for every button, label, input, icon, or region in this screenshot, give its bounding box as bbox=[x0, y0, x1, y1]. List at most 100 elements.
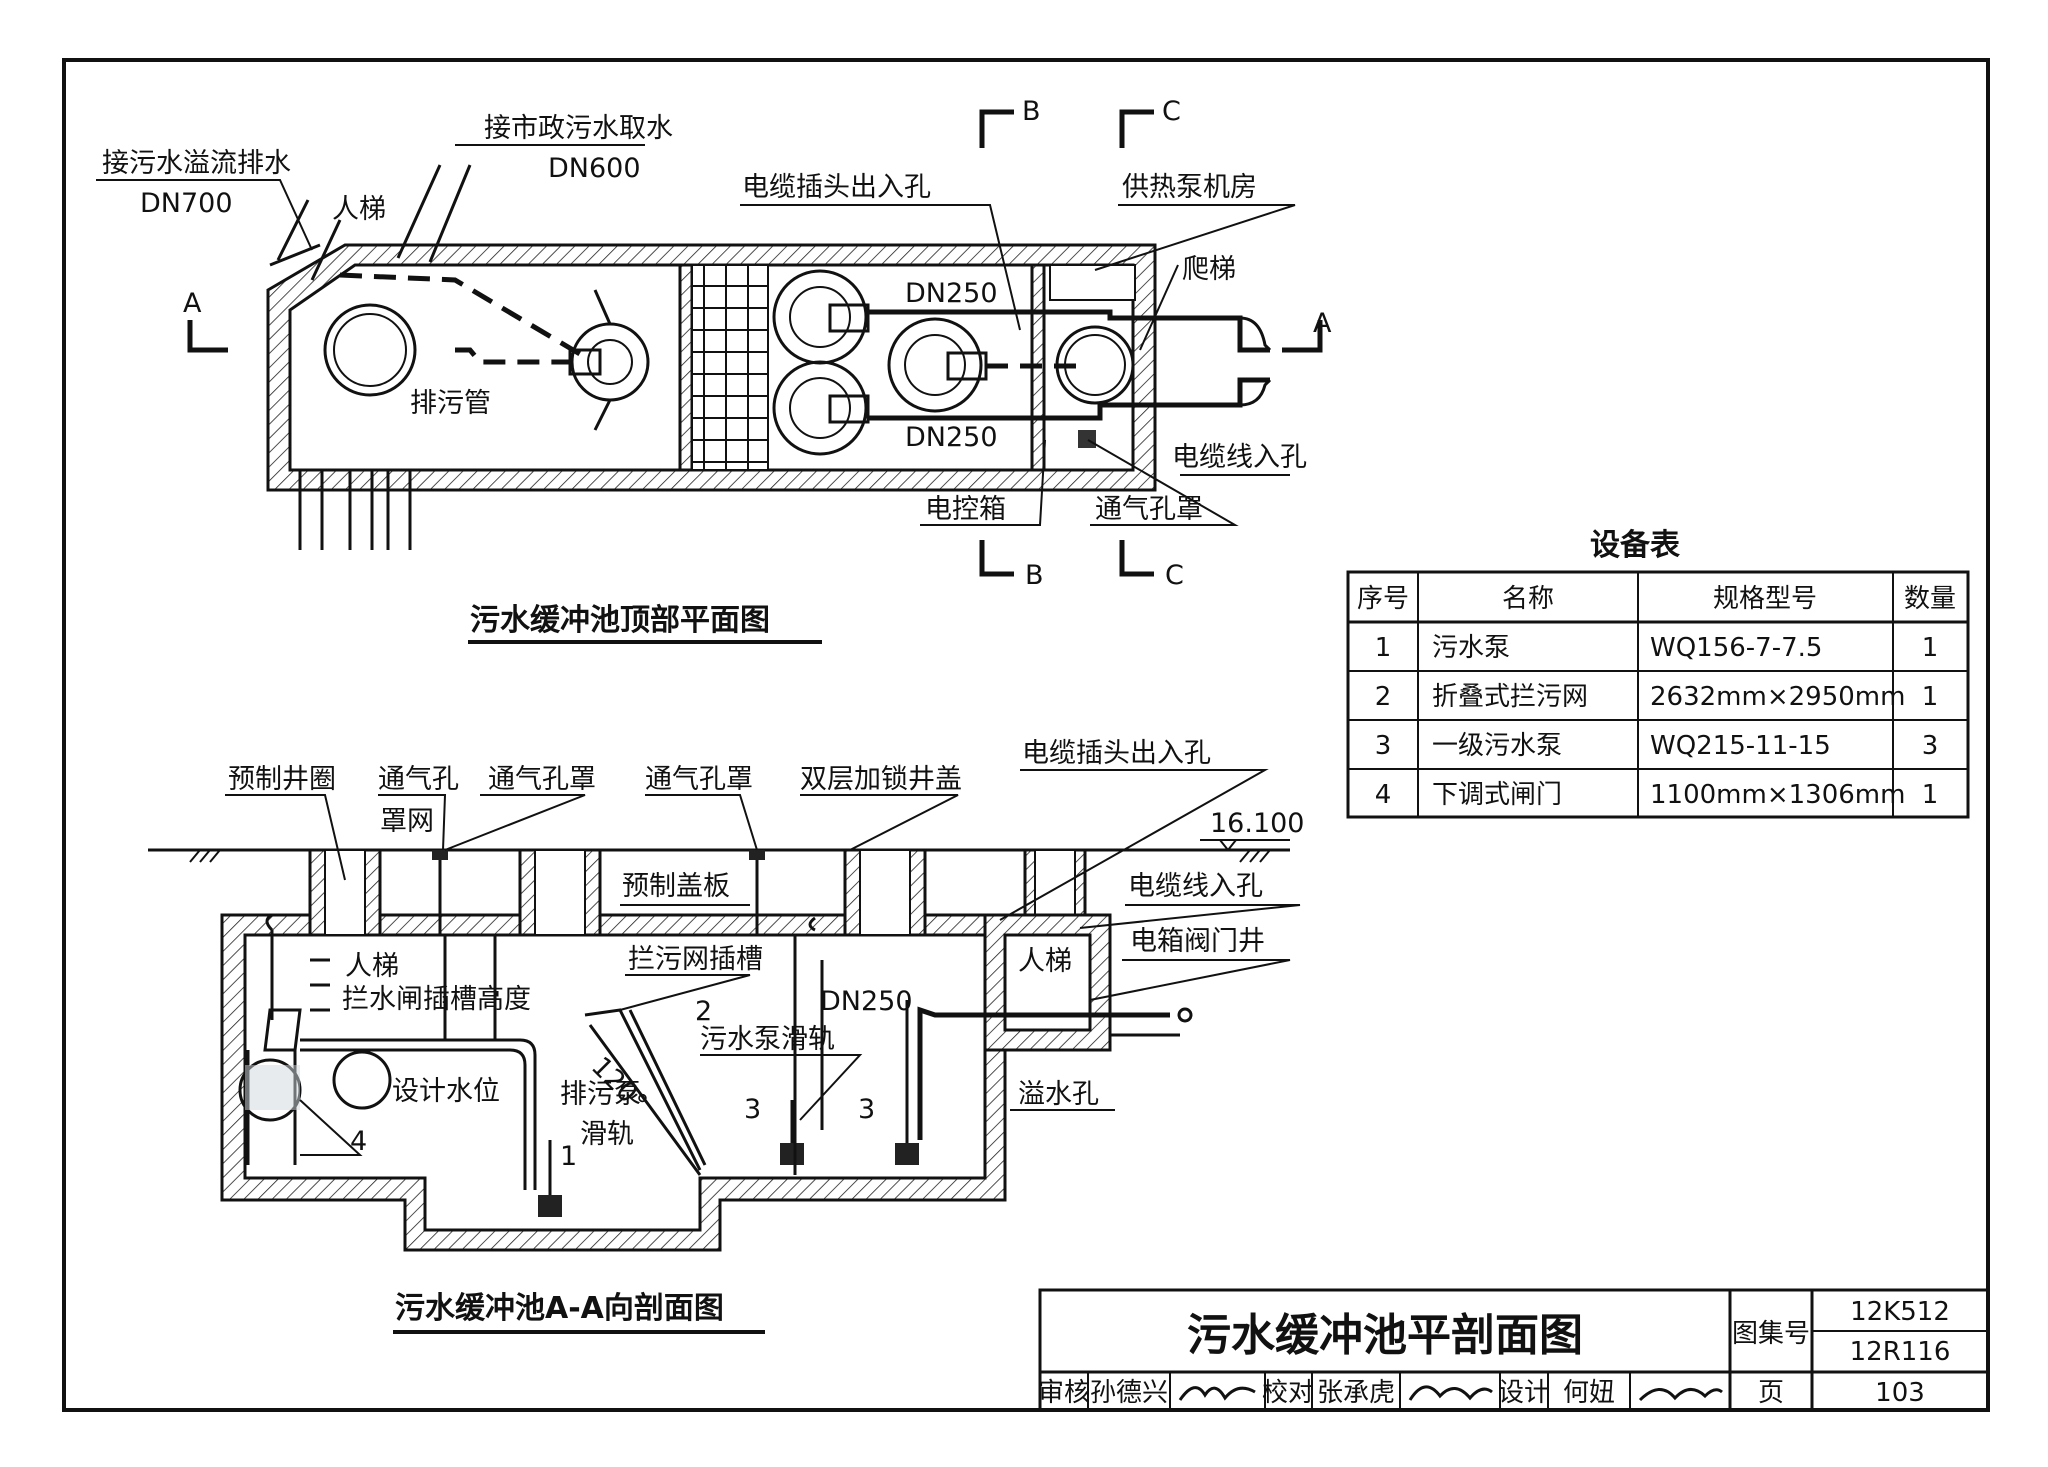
section-pump-3b bbox=[895, 1000, 919, 1165]
table-cell: 3 bbox=[1375, 731, 1392, 761]
plan-partition-1 bbox=[678, 263, 694, 472]
plan-bottom-pipes bbox=[298, 470, 412, 550]
reviewer: 孙德兴 bbox=[1090, 1378, 1168, 1408]
plan-pump-1 bbox=[772, 269, 870, 365]
section-pump-1 bbox=[538, 1140, 562, 1217]
reviewer-signature bbox=[1178, 1386, 1256, 1401]
section-pump-3a bbox=[780, 1100, 804, 1165]
th-index: 序号 bbox=[1357, 584, 1409, 614]
th-name: 名称 bbox=[1502, 584, 1554, 614]
section-ladder-1: 人梯 bbox=[345, 951, 399, 982]
table-cell: 4 bbox=[1375, 780, 1392, 810]
review-label: 审核 bbox=[1038, 1378, 1090, 1408]
plan-pump-2 bbox=[772, 360, 870, 456]
section-design-level: 设计水位 bbox=[392, 1076, 500, 1107]
elevation: 16.100 bbox=[1210, 808, 1304, 839]
section-gate-slot: 拦水闸插槽高度 bbox=[342, 984, 531, 1015]
section-vent-cover-2: 通气孔罩 bbox=[645, 764, 753, 795]
plan-outlet bbox=[1239, 316, 1272, 407]
section-mark-b-bottom bbox=[979, 540, 1014, 577]
equipment-table: 设备表 序号 名称 规格型号 数量 1 污水泵 WQ156-7-7.5 1 2 … bbox=[1346, 528, 1970, 819]
section-double-lock: 双层加锁井盖 bbox=[800, 764, 962, 795]
plan-dashed-pipe bbox=[339, 272, 592, 365]
plan-screen-grid bbox=[691, 264, 769, 471]
plan-climb-ladder: 爬梯 bbox=[1182, 254, 1236, 285]
section-cable-plug-hole: 电缆插头出入孔 bbox=[1022, 738, 1211, 769]
table-cell: 污水泵 bbox=[1432, 633, 1510, 663]
plan-vent-cover bbox=[1078, 430, 1096, 448]
section-precast-slab: 预制盖板 bbox=[622, 871, 730, 902]
section-tag-3b: 3 bbox=[858, 1094, 875, 1125]
plan-dn-top: DN250 bbox=[905, 278, 998, 309]
section-valve-well bbox=[983, 913, 1112, 1052]
table-cell: 1 bbox=[1922, 633, 1939, 663]
plan-discharge-top bbox=[868, 309, 1270, 353]
section-tag-2: 2 bbox=[695, 996, 712, 1027]
plan-cable-hole: 电缆线入孔 bbox=[1172, 442, 1307, 473]
section-ladder-left bbox=[265, 913, 330, 1020]
municipal-label: 接市政污水取水 bbox=[484, 113, 673, 144]
plan-pump-room: 供热泵机房 bbox=[1122, 172, 1257, 203]
atlas-no-2: 12R116 bbox=[1850, 1337, 1951, 1367]
table-cell: 1 bbox=[1922, 780, 1939, 810]
atlas-no-1: 12K512 bbox=[1850, 1297, 1950, 1327]
table-cell: 1100mm×1306mm bbox=[1650, 780, 1905, 810]
plan-cable-plug-hole: 电缆插头出入孔 bbox=[742, 172, 931, 203]
plan-title: 污水缓冲池顶部平面图 bbox=[470, 603, 770, 638]
plan-drain-pipe-label: 排污管 bbox=[410, 388, 491, 419]
section-mark-c-top bbox=[1119, 109, 1154, 148]
table-cell: WQ156-7-7.5 bbox=[1650, 633, 1822, 663]
mark-c-bottom-text: C bbox=[1165, 560, 1184, 591]
section-ladder-2: 人梯 bbox=[1018, 946, 1072, 977]
plan-drain-pipe bbox=[323, 303, 417, 397]
mark-a-left-text: A bbox=[183, 288, 202, 319]
plan-drain-pump bbox=[568, 289, 650, 431]
plan-control-box: 电控箱 bbox=[925, 494, 1006, 525]
designer-signature bbox=[1638, 1388, 1723, 1402]
mark-b-bottom-text: B bbox=[1025, 560, 1044, 591]
section-title: 污水缓冲池A-A向剖面图 bbox=[395, 1291, 724, 1326]
section-screen-slot-label: 拦污网插槽 bbox=[628, 944, 763, 975]
table-cell: 2 bbox=[1375, 682, 1392, 712]
table-cell: 折叠式拦污网 bbox=[1432, 682, 1588, 712]
section-dn: DN250 bbox=[820, 986, 913, 1017]
check-label: 校对 bbox=[1262, 1378, 1314, 1408]
municipal-dn: DN600 bbox=[548, 153, 641, 184]
plan-vent-cover-label: 通气孔罩 bbox=[1095, 494, 1203, 525]
mark-c-top-text: C bbox=[1162, 96, 1181, 127]
table-cell: 2632mm×2950mm bbox=[1650, 682, 1905, 712]
section-mark-a-right bbox=[1282, 320, 1323, 353]
section-pipe-runs bbox=[300, 935, 537, 1190]
section-rail: 滑轨 bbox=[580, 1119, 634, 1150]
sheet-border bbox=[62, 58, 1990, 1412]
page-label: 页 bbox=[1758, 1378, 1784, 1408]
section-pump-rail: 污水泵滑轨 bbox=[700, 1024, 835, 1055]
equipment-table-caption: 设备表 bbox=[1590, 528, 1680, 563]
section-vent-hole: 通气孔 bbox=[378, 764, 459, 795]
section-tag-1: 1 bbox=[560, 1141, 577, 1172]
table-cell: 1 bbox=[1375, 633, 1392, 663]
section-precast-ring: 预制井圈 bbox=[228, 764, 336, 795]
drawing-title: 污水缓冲池平剖面图 bbox=[1187, 1310, 1583, 1361]
section-drain-pump: 排污泵 bbox=[560, 1079, 641, 1110]
table-cell: 下调式闸门 bbox=[1432, 780, 1562, 810]
section-vent-lines bbox=[438, 850, 759, 935]
section-mark-a-left bbox=[187, 320, 228, 353]
table-cell: 一级污水泵 bbox=[1432, 731, 1562, 761]
page-no: 103 bbox=[1875, 1378, 1925, 1408]
section-design-level-pipe bbox=[332, 1050, 392, 1110]
section-vent-cover-1: 通气孔罩 bbox=[488, 764, 596, 795]
section-tag-4: 4 bbox=[350, 1126, 367, 1157]
section-screen: 罩网 bbox=[380, 806, 434, 837]
design-label: 设计 bbox=[1498, 1378, 1550, 1408]
mark-b-top-text: B bbox=[1022, 96, 1041, 127]
table-cell: WQ215-11-15 bbox=[1650, 731, 1831, 761]
overflow-label: 接污水溢流排水 bbox=[102, 148, 291, 179]
section-cable-hole: 电缆线入孔 bbox=[1128, 871, 1263, 902]
overflow-dn: DN700 bbox=[140, 188, 233, 219]
plan-pump-room-box bbox=[1049, 264, 1136, 301]
section-tag-3a: 3 bbox=[744, 1094, 761, 1125]
section-mark-c-bottom bbox=[1119, 540, 1154, 577]
section-mark-b-top bbox=[979, 109, 1014, 148]
